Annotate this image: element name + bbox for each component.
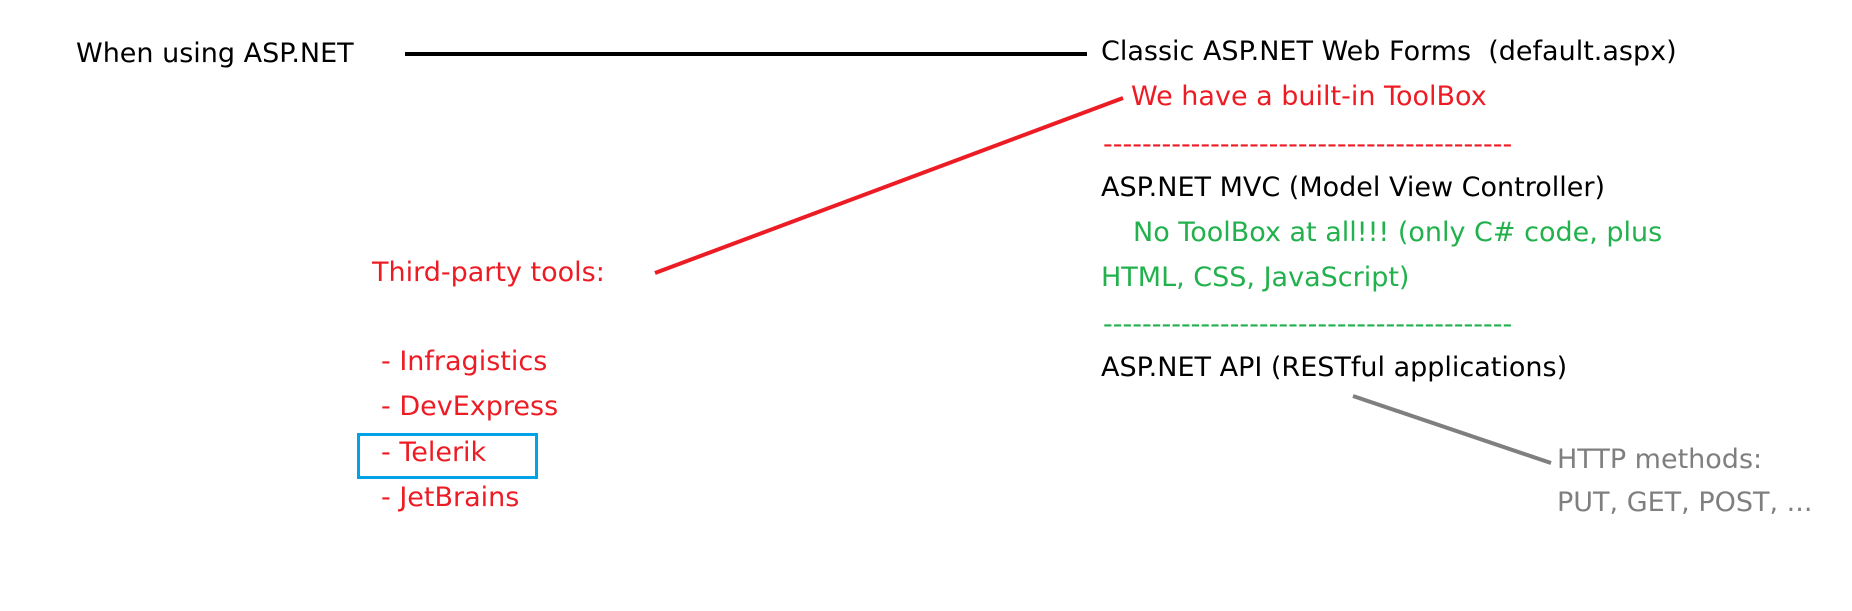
third-party-heading: Third-party tools: xyxy=(372,257,605,288)
mvc-note-line2: HTML, CSS, JavaScript) xyxy=(1101,262,1410,293)
thirdparty-to-toolbox-connector xyxy=(654,96,1124,275)
telerik-highlight-box xyxy=(357,433,538,479)
mvc-note-line1: No ToolBox at all!!! (only C# code, plus xyxy=(1133,217,1663,248)
api-http-note-line2: PUT, GET, POST, ... xyxy=(1557,487,1813,518)
webforms-toolbox-note: We have a built-in ToolBox xyxy=(1131,81,1487,112)
third-party-item: - DevExpress xyxy=(381,391,559,422)
webforms-title: Classic ASP.NET Web Forms (default.aspx) xyxy=(1101,36,1677,67)
third-party-item-telerik: - Telerik xyxy=(381,437,487,468)
api-title: ASP.NET API (RESTful applications) xyxy=(1101,352,1568,383)
api-to-http-connector xyxy=(1352,394,1552,465)
third-party-item: - Infragistics xyxy=(381,346,548,377)
mvc-separator: ----------------------------------------… xyxy=(1103,315,1513,335)
third-party-item: - JetBrains xyxy=(381,482,520,513)
webforms-separator: ----------------------------------------… xyxy=(1103,135,1513,155)
mvc-title: ASP.NET MVC (Model View Controller) xyxy=(1101,172,1605,203)
root-label: When using ASP.NET xyxy=(76,38,354,69)
api-http-note-line1: HTTP methods: xyxy=(1557,444,1763,475)
